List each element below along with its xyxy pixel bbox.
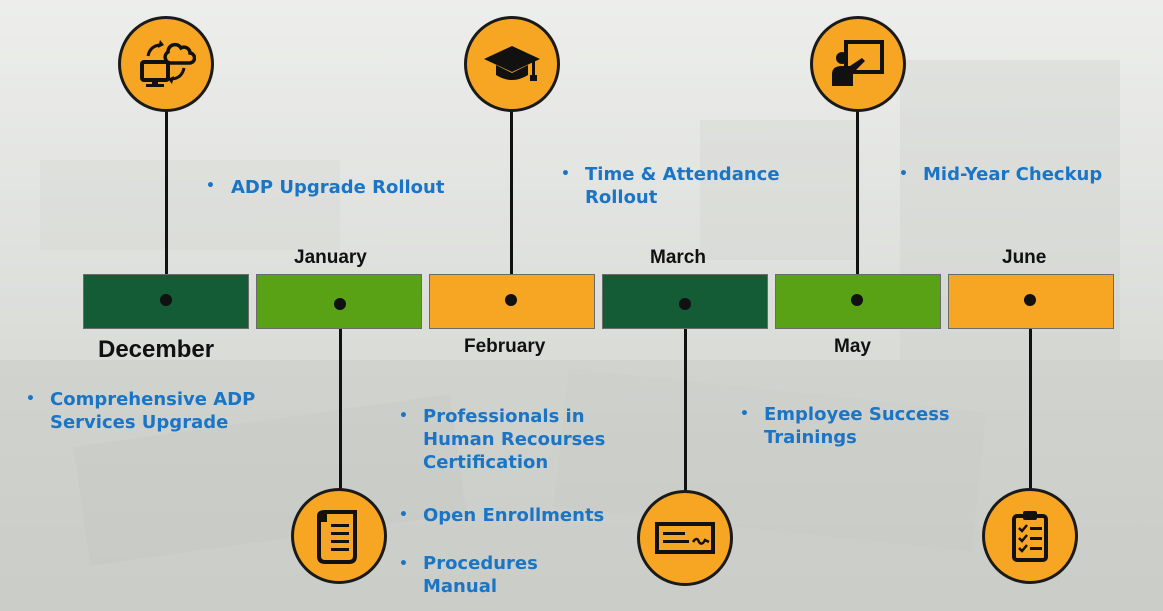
connector-february — [510, 110, 513, 300]
note-line: Procedures — [423, 553, 538, 574]
note-line: Services Upgrade — [50, 412, 229, 433]
dot-june — [1024, 294, 1036, 306]
note-line: Employee Success — [764, 404, 950, 425]
note-line: Human Recourses — [423, 429, 606, 450]
dot-march — [679, 298, 691, 310]
presentation-board-icon — [810, 16, 906, 112]
note-line: Certification — [423, 452, 549, 473]
bullet: • — [399, 408, 408, 424]
month-label-june: June — [1002, 247, 1047, 268]
bullet: • — [740, 406, 749, 422]
bullet: • — [399, 556, 408, 572]
bullet: • — [899, 166, 908, 182]
note-line: Comprehensive ADP — [50, 389, 256, 410]
note-line: Time & Attendance — [585, 164, 780, 185]
note-line: Trainings — [764, 427, 857, 448]
cloud-sync-monitor-icon — [118, 16, 214, 112]
note-line: Professionals in — [423, 406, 585, 427]
note-procedures-manual: Procedures Manual — [423, 552, 538, 598]
bullet: • — [26, 391, 35, 407]
month-label-may: May — [834, 336, 871, 357]
bullet: • — [206, 178, 215, 194]
note-employee-success: Employee Success Trainings — [764, 403, 950, 449]
note-mid-year-checkup: Mid-Year Checkup — [923, 164, 1103, 185]
bullet: • — [399, 507, 408, 523]
connector-december — [165, 110, 168, 300]
note-adp-upgrade-rollout: ADP Upgrade Rollout — [231, 177, 445, 198]
dot-february — [505, 294, 517, 306]
month-label-february: February — [464, 336, 546, 357]
check-payment-icon — [637, 490, 733, 586]
note-professionals-hr: Professionals in Human Recourses Certifi… — [423, 405, 605, 474]
connector-march — [684, 303, 687, 493]
graduation-cap-icon — [464, 16, 560, 112]
month-label-january: January — [294, 247, 367, 268]
connector-may — [856, 110, 859, 300]
dot-december — [160, 294, 172, 306]
note-open-enrollments: Open Enrollments — [423, 505, 605, 526]
note-comprehensive-adp: Comprehensive ADP Services Upgrade — [50, 388, 255, 434]
note-time-attendance: Time & Attendance Rollout — [585, 163, 780, 209]
note-line: Rollout — [585, 187, 658, 208]
month-label-december: December — [98, 336, 215, 363]
note-line: Manual — [423, 576, 498, 597]
bullet: • — [561, 166, 570, 182]
dot-may — [851, 294, 863, 306]
connector-january — [339, 303, 342, 493]
dot-january — [334, 298, 346, 310]
scroll-document-icon — [291, 488, 387, 584]
clipboard-checklist-icon — [982, 488, 1078, 584]
connector-june — [1029, 300, 1032, 490]
month-label-march: March — [650, 247, 706, 268]
